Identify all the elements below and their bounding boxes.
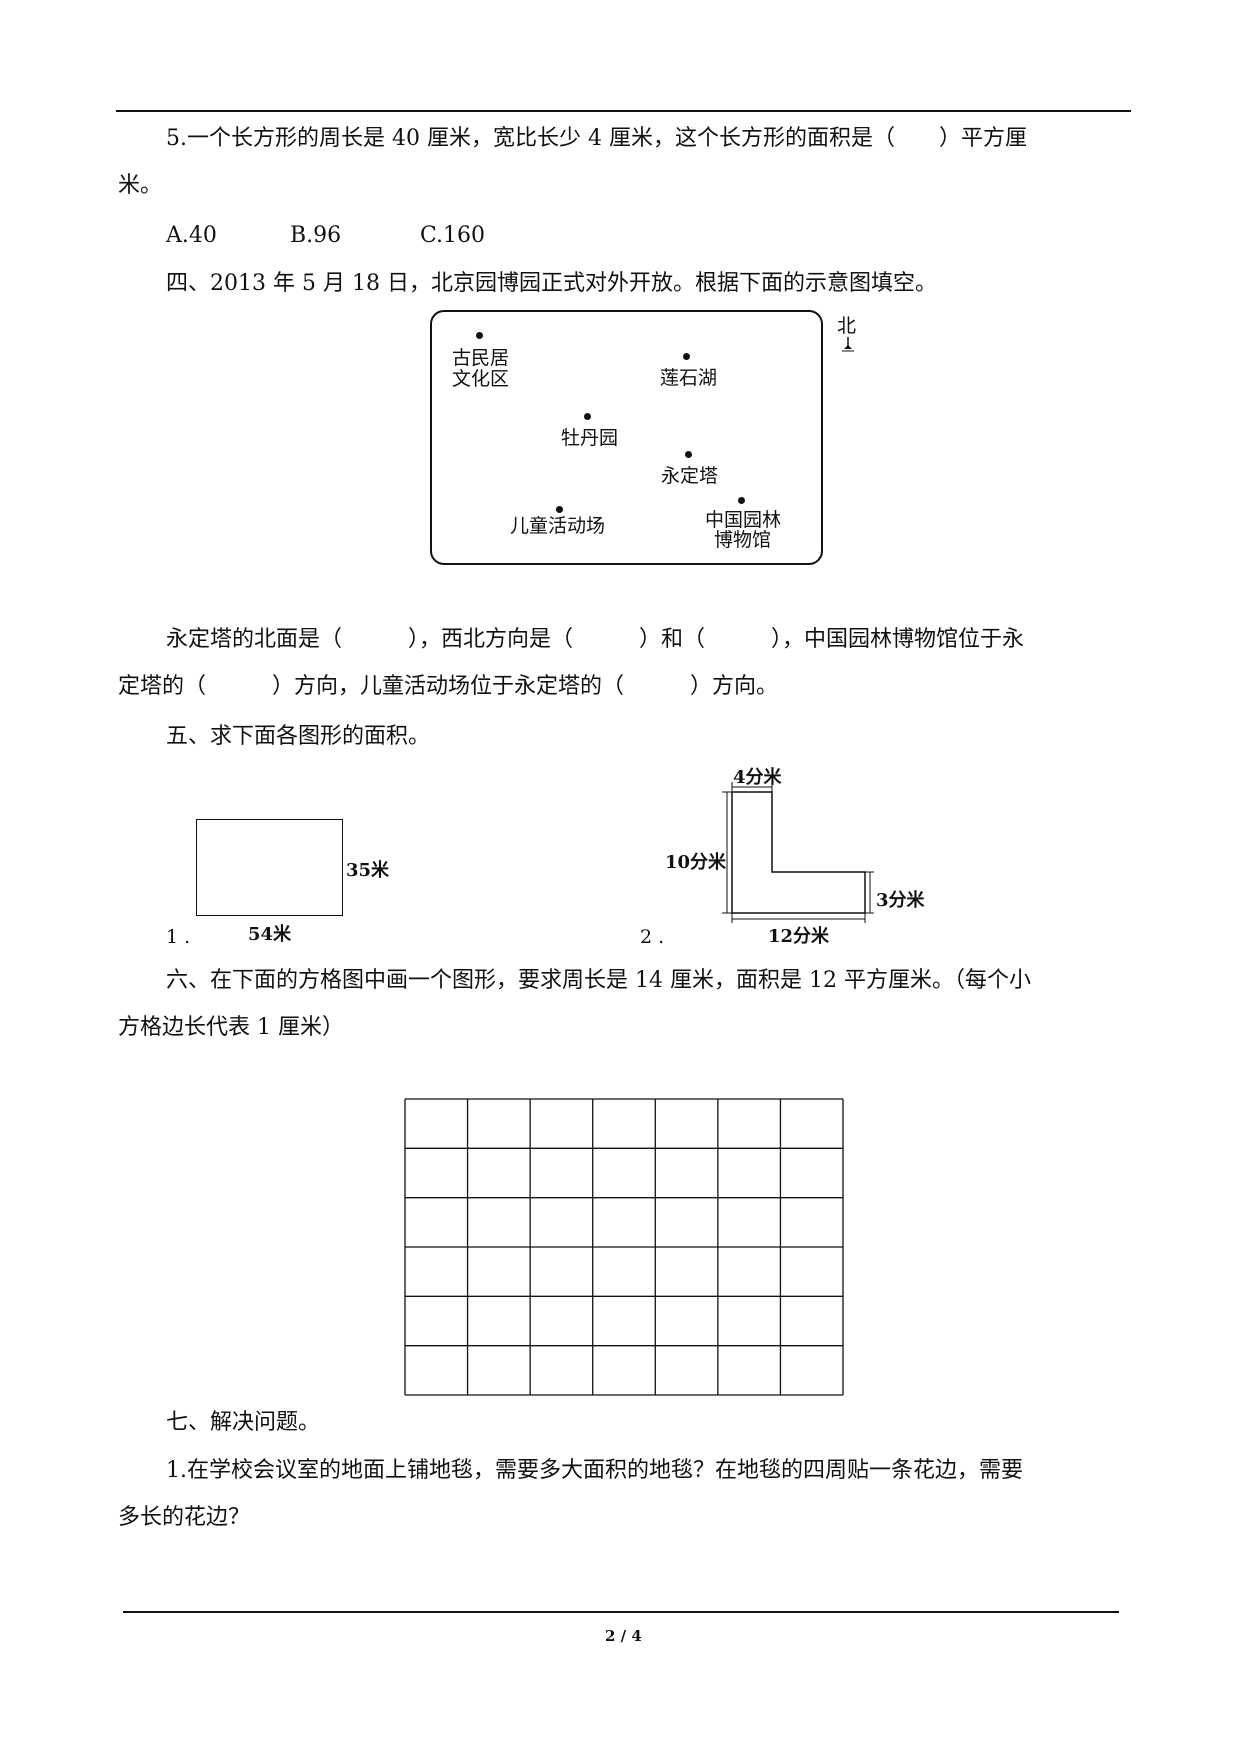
lianshi-dot xyxy=(683,353,690,360)
q5-option-c: C.160 xyxy=(420,223,486,248)
figure1-width-label: 54米 xyxy=(248,924,292,945)
bowuguan-dot xyxy=(738,497,745,504)
park-map xyxy=(430,310,823,565)
section4-fill-line1: 永定塔的北面是（ ），西北方向是（ ）和（ ），中国园林博物馆位于永 xyxy=(166,627,1025,652)
north-label: 北 xyxy=(837,315,857,337)
figure2-bottom-label: 12分米 xyxy=(768,926,830,947)
figure1-number: 1 . xyxy=(166,926,191,948)
figure2-l-shape xyxy=(722,782,874,923)
figure2-top-label: 4分米 xyxy=(733,767,782,788)
lianshi-label: 莲石湖 xyxy=(660,367,718,389)
section7-q1-line2: 多长的花边？ xyxy=(118,1505,251,1530)
section7-heading: 七、解决问题。 xyxy=(166,1410,321,1435)
gumin-dot xyxy=(476,332,483,339)
section6-line1: 六、在下面的方格图中画一个图形，要求周长是 14 厘米，面积是 12 平方厘米。… xyxy=(166,968,1031,993)
bowuguan-label-2: 博物馆 xyxy=(714,529,772,551)
q5-option-a: A.40 xyxy=(166,223,217,248)
header-rule xyxy=(116,110,1131,112)
bowuguan-label-1: 中国园林 xyxy=(705,509,782,531)
gumin-label-2: 文化区 xyxy=(452,368,510,390)
mudan-dot xyxy=(584,413,591,420)
section4-fill-line2: 定塔的（ ）方向，儿童活动场位于永定塔的（ ）方向。 xyxy=(118,674,779,699)
q5-line1: 5.一个长方形的周长是 40 厘米，宽比长少 4 厘米，这个长方形的面积是（ ）… xyxy=(166,126,1027,151)
ertong-label: 儿童活动场 xyxy=(510,515,606,537)
section7-q1-line1: 1.在学校会议室的地面上铺地毯，需要多大面积的地毯？在地毯的四周贴一条花边，需要 xyxy=(166,1458,1023,1483)
figure2-number: 2 . xyxy=(640,926,665,948)
yongding-dot xyxy=(685,451,692,458)
figure2-right-label: 3分米 xyxy=(876,890,925,911)
q5-option-b: B.96 xyxy=(290,223,342,248)
section4-heading: 四、2013 年 5 月 18 日，北京园博园正式对外开放。根据下面的示意图填空… xyxy=(166,271,937,296)
figure2-left-label: 10分米 xyxy=(665,852,727,873)
figure1-rectangle xyxy=(196,819,343,916)
footer-rule xyxy=(123,1611,1119,1613)
q5-line2: 米。 xyxy=(118,173,163,198)
drawing-grid[interactable] xyxy=(404,1098,844,1396)
yongding-label: 永定塔 xyxy=(661,465,719,487)
ertong-dot xyxy=(556,506,563,513)
gumin-label-1: 古民居 xyxy=(452,347,510,369)
mudan-label: 牡丹园 xyxy=(561,427,619,449)
page-number: 2 / 4 xyxy=(605,1627,642,1645)
section6-line2: 方格边长代表 1 厘米） xyxy=(118,1015,344,1040)
north-arrow-icon xyxy=(841,337,855,353)
section5-heading: 五、求下面各图形的面积。 xyxy=(166,724,431,749)
figure1-height-label: 35米 xyxy=(346,860,390,881)
